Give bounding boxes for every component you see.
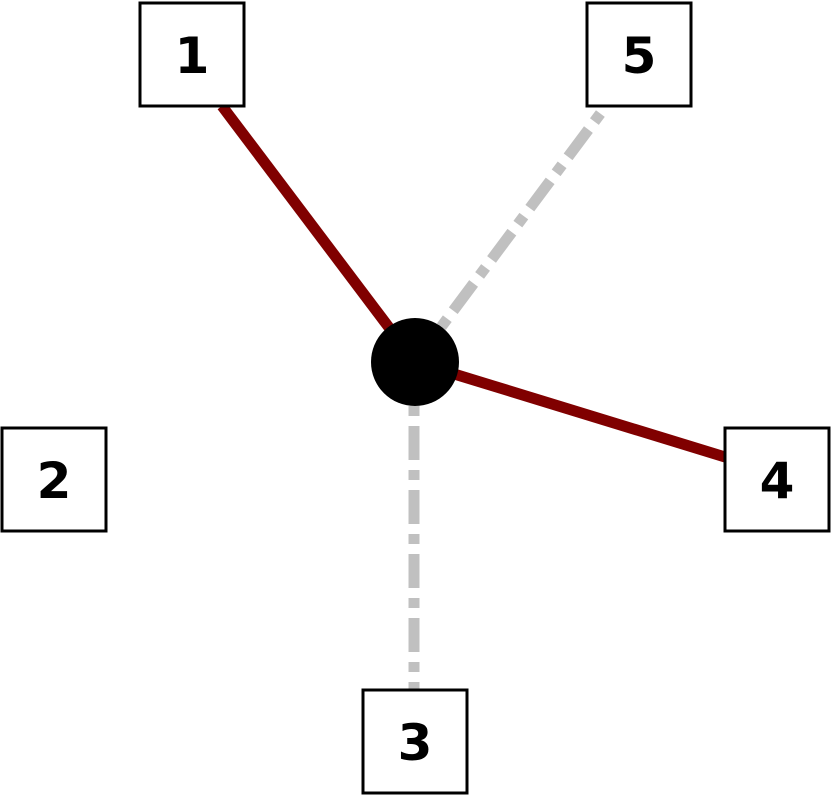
node-5: 5 (585, 1, 693, 108)
node-2: 2 (0, 426, 108, 533)
node-1: 1 (138, 1, 246, 108)
node-2-label: 2 (37, 452, 72, 510)
hub-node (371, 318, 459, 406)
node-5-label: 5 (622, 27, 657, 85)
node-3-label: 3 (398, 714, 433, 772)
edge-hub-to-node-1 (217, 102, 420, 366)
edge-hub-to-node-5 (410, 102, 611, 366)
node-3: 3 (361, 688, 469, 795)
edge-hub-to-node-4 (413, 356, 727, 463)
node-4-box (723, 426, 831, 533)
node-1-label: 1 (175, 27, 210, 85)
node-2-box (0, 426, 108, 533)
node-4: 4 (723, 426, 831, 533)
node-3-box (361, 688, 469, 795)
node-5-box (585, 1, 693, 108)
node-4-label: 4 (760, 452, 795, 510)
node-1-box (138, 1, 246, 108)
